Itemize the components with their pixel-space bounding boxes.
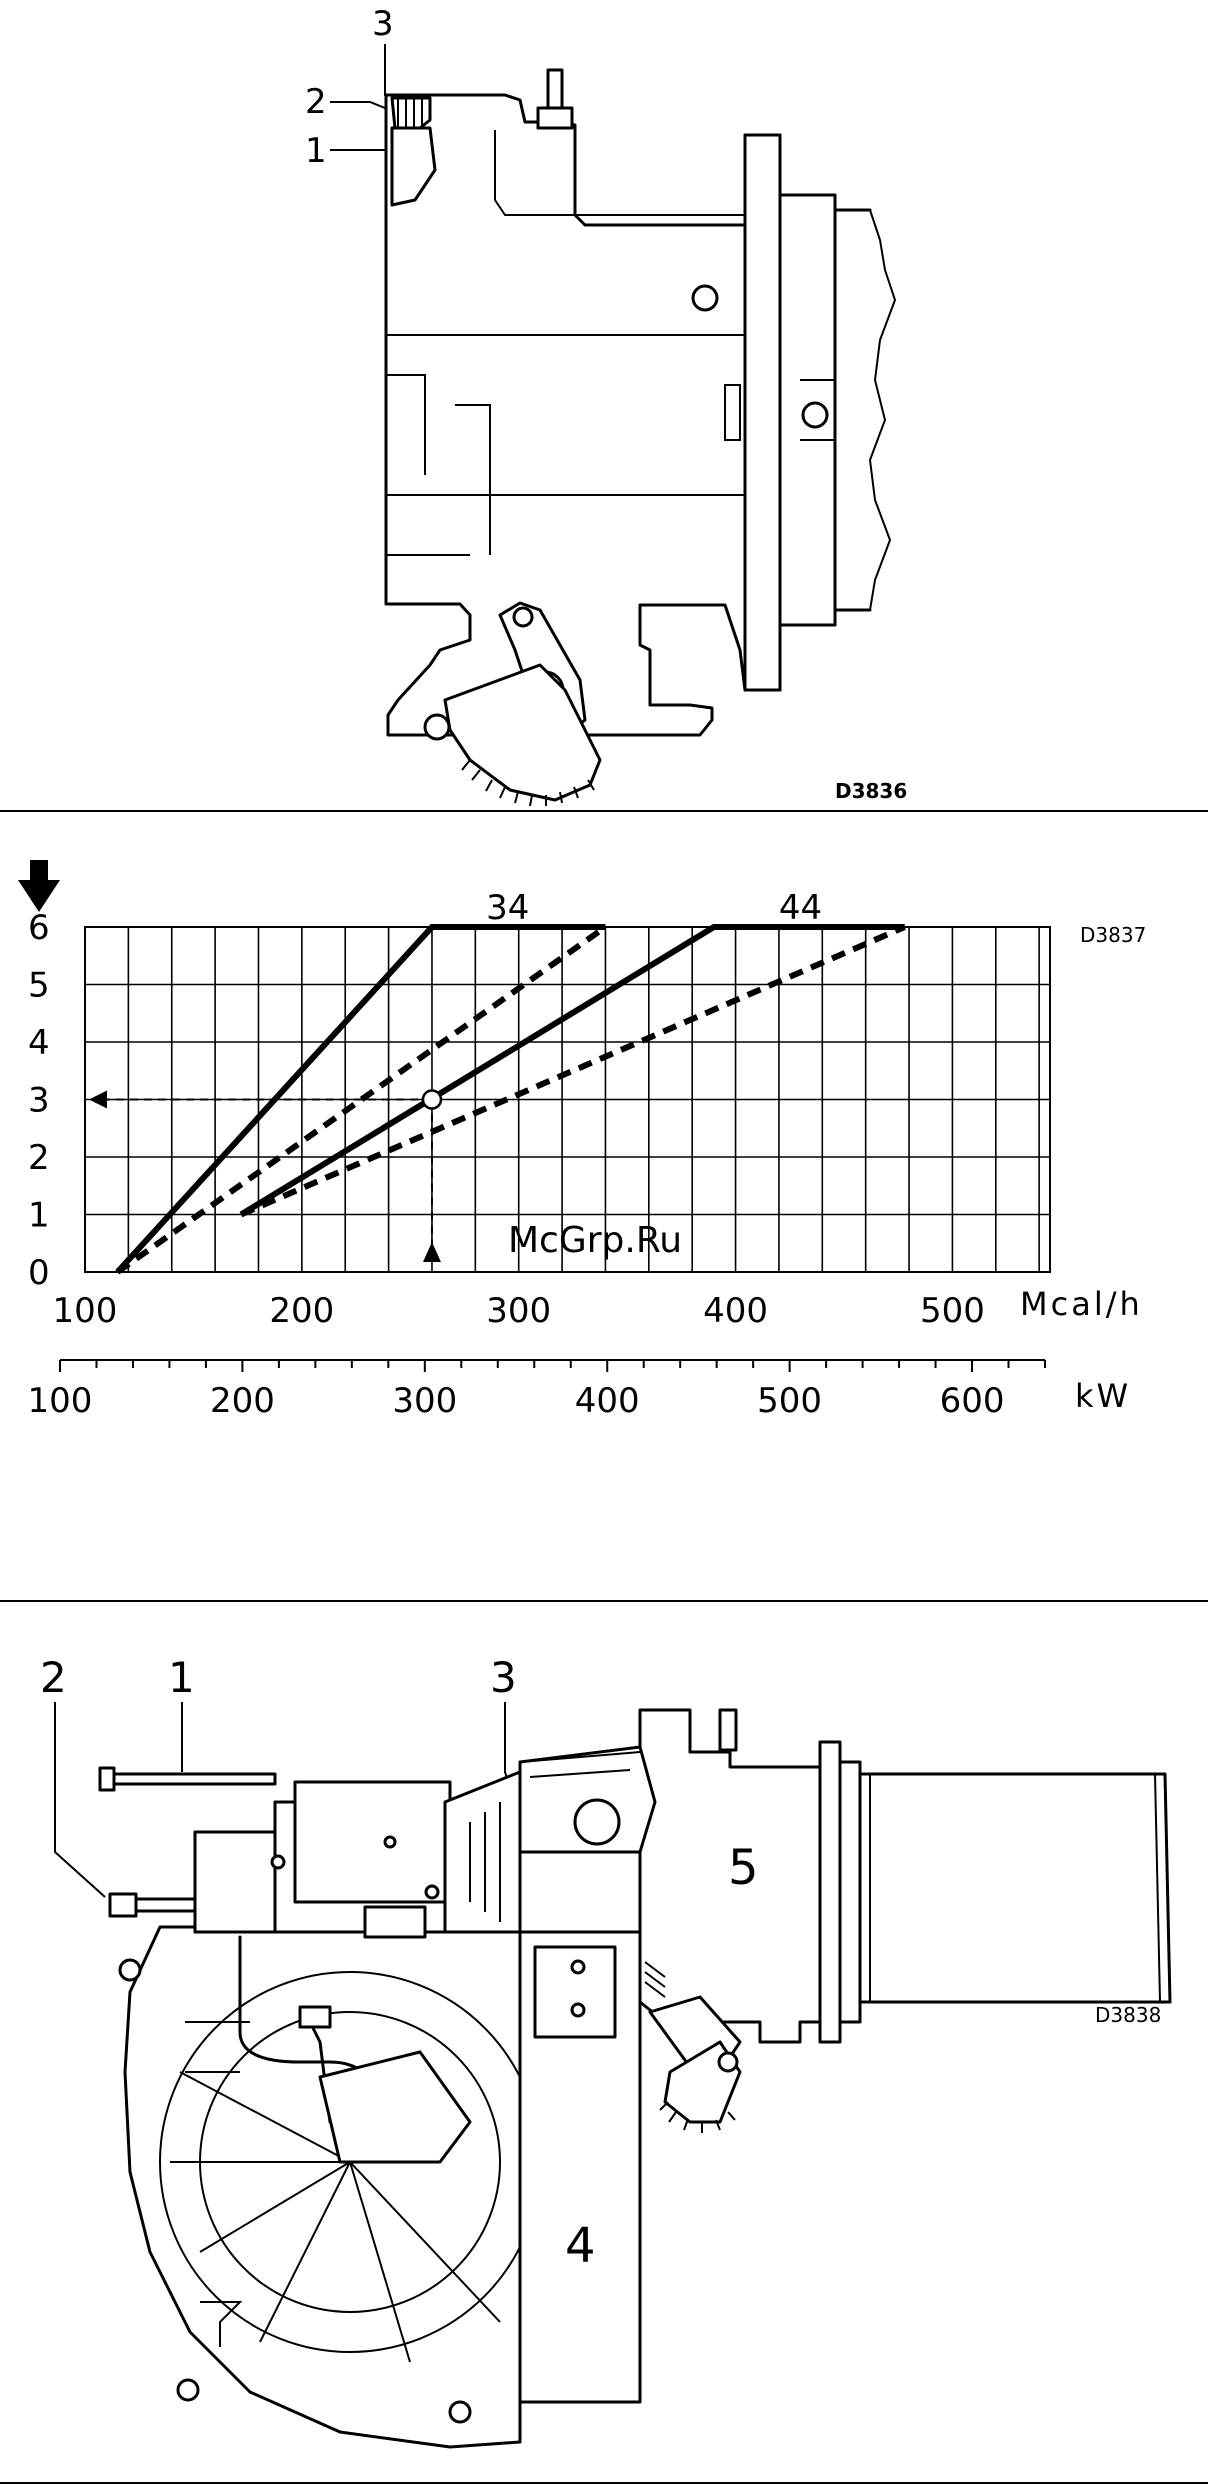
y-tick-label: 3: [28, 1081, 50, 1121]
nozzle-fitting: [575, 1800, 619, 1844]
y-tick-label: 1: [28, 1196, 50, 1236]
watermark-text: McGrp.Ru: [508, 1220, 682, 1261]
arrow-down-icon: [18, 860, 60, 912]
fixing-screw: [110, 1894, 136, 1916]
x-tick-label: 300: [486, 1291, 551, 1331]
tube-flange: [820, 1742, 840, 2042]
arrow-up-icon: [423, 1242, 441, 1262]
divider-3: [0, 2482, 1208, 2484]
head-drawing: 3 2 1 D3836: [0, 0, 1208, 810]
x-tick-label: 500: [920, 1291, 985, 1331]
adjustment-rod: [100, 1774, 275, 1784]
series-label-44: 44: [779, 888, 822, 928]
top-fitting-nut: [538, 108, 572, 128]
blast-tube: [855, 1774, 1170, 2002]
callout-4: 4: [565, 2218, 596, 2274]
y-tick-label: 5: [28, 966, 50, 1006]
callout-3: 3: [490, 1653, 517, 1702]
x-tick-label: 100: [53, 1291, 118, 1331]
arrow-left-icon: [89, 1091, 107, 1109]
y-tick-labels: 0 1 2 3 4 5 6: [28, 908, 50, 1293]
x-tick-label: 400: [703, 1291, 768, 1331]
burner-drawing: 2 1 3 5 4 D3838: [0, 1602, 1208, 2487]
callout-2: 2: [40, 1653, 67, 1702]
kw-tick-label: 300: [392, 1381, 457, 1421]
pump-block: [195, 1832, 275, 1932]
fan-housing: [125, 1927, 520, 2447]
callout-3: 3: [372, 4, 394, 44]
y-tick-label: 6: [28, 908, 50, 948]
series-line-44-solid: [241, 927, 905, 1215]
tube-break-line: [870, 210, 895, 610]
figure-code-d3836: D3836: [835, 779, 907, 803]
chart-code-d3837: D3837: [1080, 923, 1146, 947]
figure-burner-assembly: 2 1 3 5 4 D3838: [0, 1602, 1208, 2487]
callout-1: 1: [305, 131, 327, 171]
screw-hole-2: [803, 403, 827, 427]
screw-hole-1: [693, 286, 717, 310]
head-body: [386, 95, 780, 735]
flange: [745, 135, 780, 690]
y-tick-label: 2: [28, 1138, 50, 1178]
series-label-34: 34: [486, 888, 529, 928]
tube-edges: [835, 210, 870, 610]
figure-head-adjustment: 3 2 1 D3836: [0, 0, 1208, 810]
callout-leaders: [330, 44, 385, 150]
callout-2: 2: [305, 82, 327, 122]
callout-5: 5: [728, 1840, 759, 1896]
kw-tick-label: 600: [940, 1381, 1005, 1421]
coupling-housing: [445, 1772, 520, 1932]
series-line-44-dashed: [241, 927, 905, 1215]
kw-tick-label: 500: [757, 1381, 822, 1421]
x2-axis-label: kW: [1075, 1377, 1131, 1415]
kw-axis: 100 200 300 400 500 600: [28, 1360, 1045, 1421]
kw-tick-label: 100: [28, 1381, 93, 1421]
pump-cover: [295, 1782, 450, 1902]
top-fitting-pin: [548, 70, 562, 110]
y-tick-label: 0: [28, 1253, 50, 1293]
kw-tick-label: 200: [210, 1381, 275, 1421]
figure-code-d3838: D3838: [1095, 2003, 1161, 2027]
x-axis-label: Mcal/h: [1020, 1285, 1143, 1323]
x-tick-label: 200: [269, 1291, 334, 1331]
example-point: [423, 1091, 441, 1109]
x-tick-labels: 100 200 300 400 500: [53, 1291, 985, 1331]
callout-1: 1: [168, 1653, 195, 1702]
kw-tick-label: 400: [575, 1381, 640, 1421]
y-tick-label: 4: [28, 1023, 50, 1063]
